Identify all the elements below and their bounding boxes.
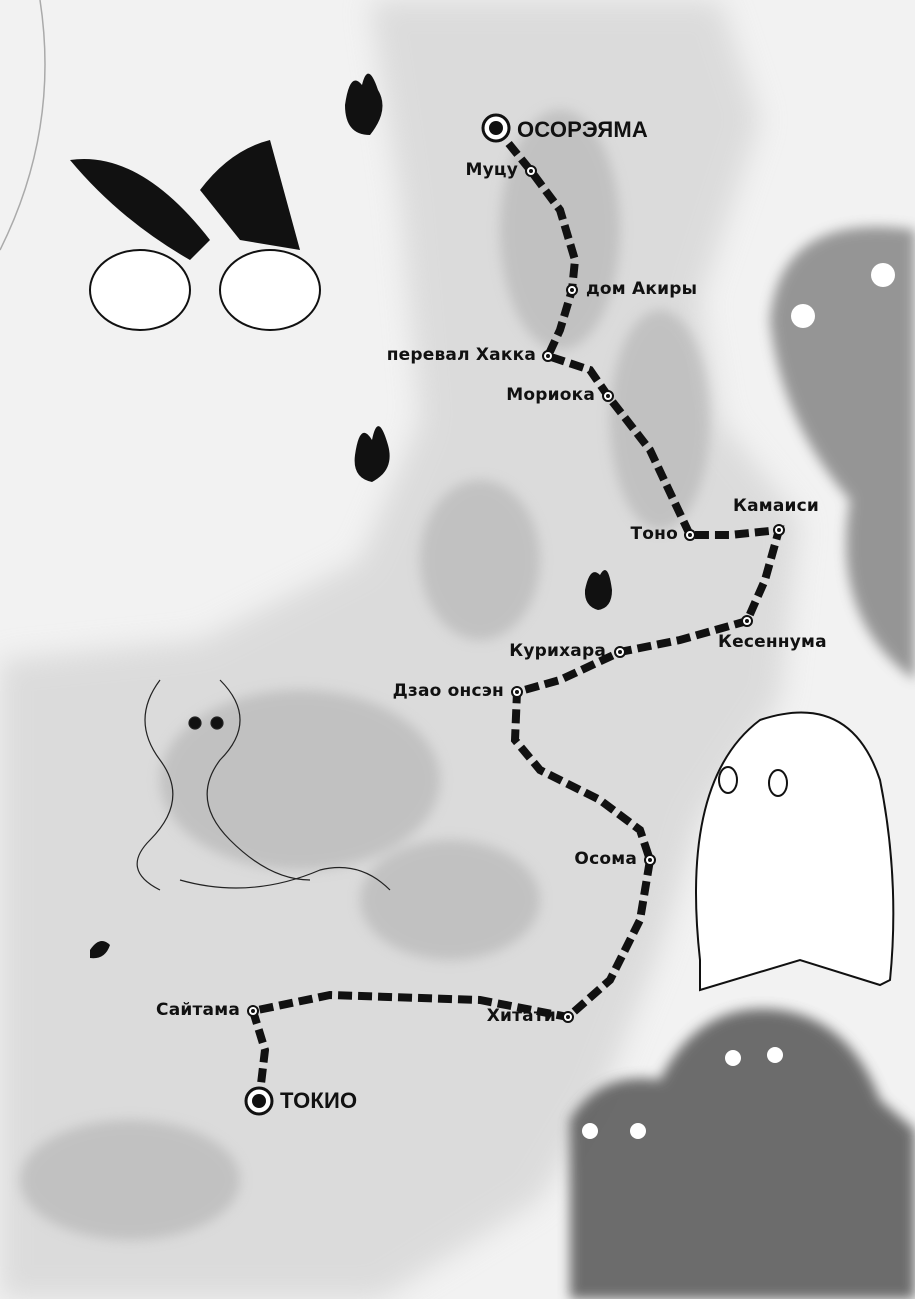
ghost-creatures [570,226,915,1299]
terminal-osoreyama [481,113,511,143]
label-morioka: Мориока [506,385,595,405]
smoke-spirit [136,679,391,891]
label-mutsu: Муцу [465,160,518,180]
blob-creature [695,711,895,992]
label-tokyo: ТОКИО [280,1088,358,1113]
label-osoreyama: ОСОРЭЯМА [517,117,648,142]
label-kamaishi: Камаиси [733,496,820,516]
label-tono: Тоно [630,524,678,544]
label-hitachi: Хитати [486,1006,556,1026]
terminal-tokyo [244,1086,274,1116]
label-osoma: Осома [574,849,637,869]
label-kesennuma: Кесеннума [718,632,827,652]
fire-wisps [90,73,612,959]
label-hakka-pass: перевал Хакка [386,345,536,365]
label-akira-house: дом Акиры [586,279,698,299]
label-kurihara: Курихара [509,641,606,661]
crow-tengu [70,140,321,331]
label-saitama: Сайтама [156,1000,240,1020]
globe-edge [0,0,46,251]
route-line [247,125,785,1102]
label-zao-onsen: Дзао онсэн [392,681,504,701]
